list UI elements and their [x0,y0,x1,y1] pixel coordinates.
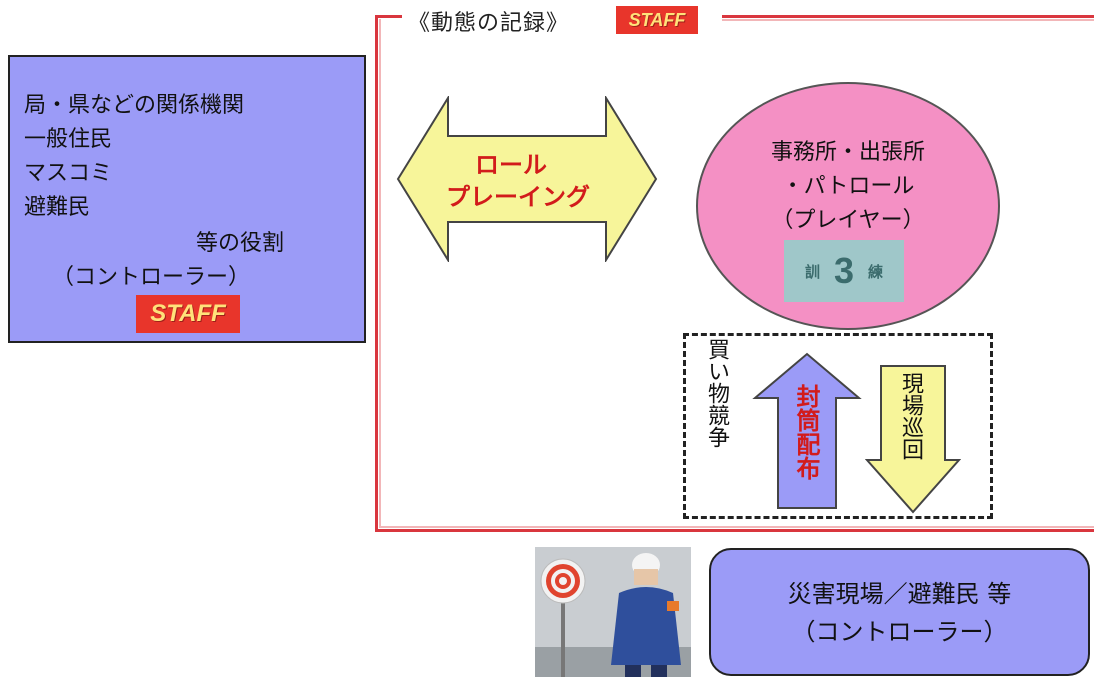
frame-top-left [375,15,402,18]
circle-line-player: （プレイヤー） [771,208,925,233]
role-line-media: マスコミ [24,161,113,186]
frame-left-inner [379,19,381,528]
training-badge-right: 練 [868,262,884,281]
training-badge-left: 訓 [804,262,820,281]
frame-top-right-inner [722,19,1094,21]
roleplay-label-line1: ロール [475,151,547,179]
staff-with-sign-photo [535,547,691,677]
shopping-race-label: 買い物競争 [704,338,729,448]
controller-label: （コントローラー） [52,265,251,290]
patrol-arrow-label: 現場巡回 [898,372,923,460]
frame-bottom-inner [379,526,1094,528]
training-badge-number: 3 [833,250,855,291]
left-staff-badge: STAFF [136,295,240,333]
envelope-arrow-label: 封筒配布 [792,384,820,480]
patrol-down-arrow [865,365,961,514]
site-controller-label: （コントローラー） [791,618,1008,646]
controller-roles-box: 局・県などの関係機関 一般住民 マスコミ 避難民 等の役割 （コントローラー） … [8,55,366,343]
circle-line-office: 事務所・出張所 [770,140,925,165]
diagram-title: 《動態の記録》 [408,11,570,36]
envelope-up-arrow [752,352,862,509]
site-evacuees-label: 災害現場／避難民 等 [787,580,1012,608]
site-controller-box: 災害現場／避難民 等 （コントローラー） [709,548,1090,676]
role-line-residents: 一般住民 [24,127,113,152]
roleplay-double-arrow [396,96,658,262]
frame-bottom [375,529,1094,532]
roleplay-label-line2: プレーイング [446,183,590,211]
frame-left [375,15,378,532]
role-line-evacuees: 避難民 [24,195,91,220]
actions-dashed-box [683,333,993,519]
circle-line-patrol: ・パトロール [781,174,915,199]
staff-photo-illustration [535,547,691,677]
role-line-etc: 等の役割 [196,231,285,256]
role-line-agencies: 局・県などの関係機関 [24,93,245,118]
frame-top-right [722,15,1094,18]
training-badge: 訓 3 練 [784,240,904,302]
header-staff-badge: STAFF [616,6,698,34]
